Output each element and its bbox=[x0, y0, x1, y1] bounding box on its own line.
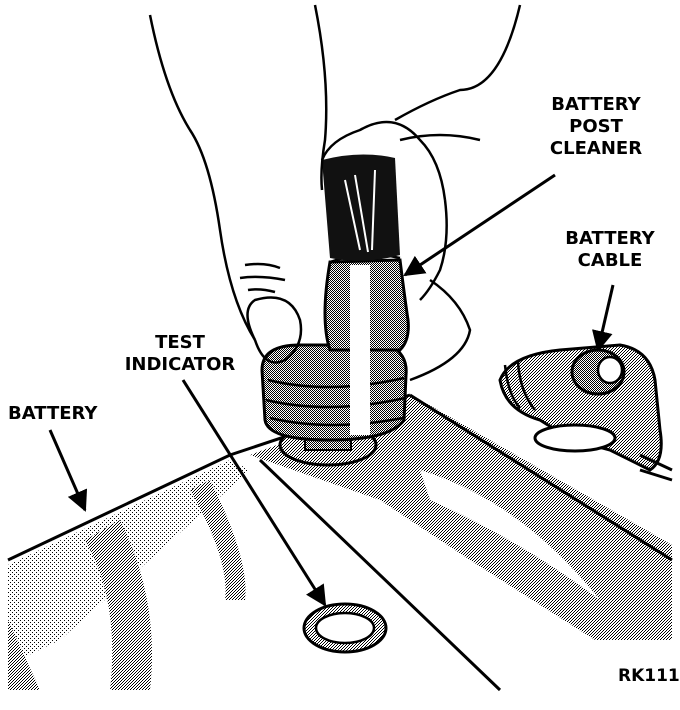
label-line: BATTERY bbox=[565, 228, 655, 249]
label-line: CABLE bbox=[577, 250, 643, 271]
label-line: TEST bbox=[155, 332, 205, 353]
hand bbox=[148, 4, 522, 382]
wire-brush bbox=[322, 154, 400, 261]
leader-battery bbox=[48, 429, 88, 512]
test-indicator bbox=[302, 602, 388, 654]
label-line: CLEANER bbox=[549, 138, 643, 159]
leader-lines bbox=[48, 173, 615, 607]
figure-id-label: RK111 bbox=[618, 666, 680, 686]
leader-cable bbox=[592, 284, 615, 353]
battery-cable-terminal bbox=[498, 343, 673, 482]
leader-test-indicator bbox=[181, 379, 327, 607]
label-line: INDICATOR bbox=[124, 354, 236, 375]
label-test-indicator: TEST INDICATOR bbox=[112, 332, 248, 376]
label-line: BATTERY bbox=[551, 94, 641, 115]
label-battery-post-cleaner: BATTERY POST CLEANER bbox=[530, 94, 662, 160]
label-battery: BATTERY bbox=[8, 403, 98, 424]
label-battery-cable: BATTERY CABLE bbox=[555, 228, 665, 272]
label-line: POST bbox=[569, 116, 623, 137]
leader-post-cleaner bbox=[403, 173, 556, 277]
post-cleaner-tool bbox=[260, 253, 410, 442]
